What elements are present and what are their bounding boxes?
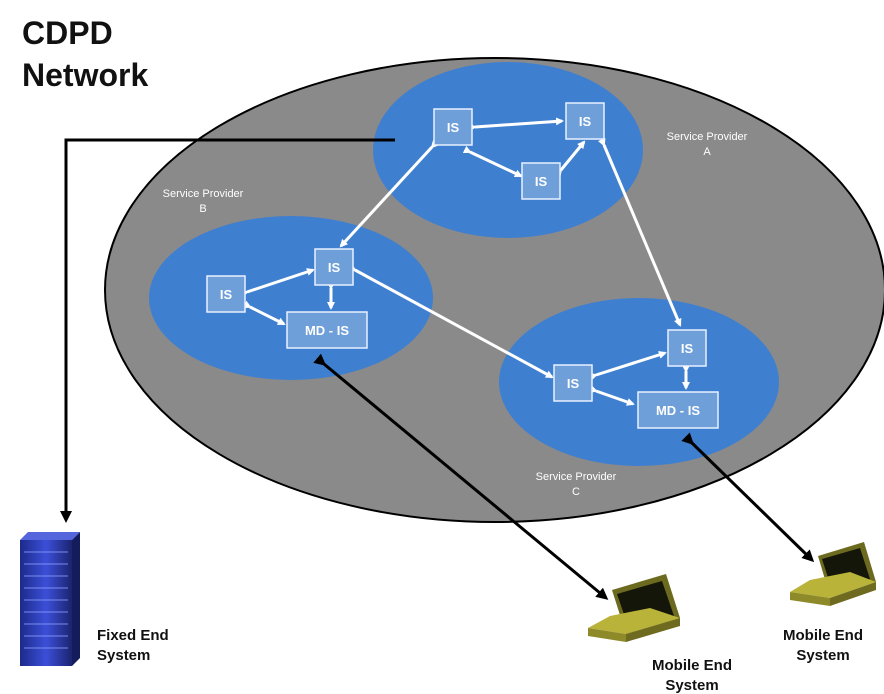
node-b2[interactable]: IS: [314, 248, 354, 286]
provider-b-label: Service Provider: [163, 188, 244, 200]
node-a3-label: IS: [535, 174, 548, 189]
provider-c-letter: C: [572, 486, 580, 498]
node-b3-label: MD - IS: [305, 323, 349, 338]
node-c3[interactable]: MD - IS: [637, 391, 719, 429]
access-links: [60, 138, 815, 600]
fixed-end-system-label-2: System: [97, 647, 150, 664]
node-c2[interactable]: IS: [667, 329, 707, 367]
link-fixed-end-system: [60, 138, 395, 523]
node-c3-label: MD - IS: [656, 403, 700, 418]
mobile-end-system-left-label-1: Mobile End: [652, 657, 732, 674]
node-a1-label: IS: [447, 120, 460, 135]
laptop-icon: [790, 542, 876, 606]
link-a1-b2: [339, 139, 440, 248]
node-c1-label: IS: [567, 376, 580, 391]
node-b1[interactable]: IS: [206, 275, 246, 313]
node-b2-label: IS: [328, 260, 341, 275]
provider-a-letter: A: [703, 146, 711, 158]
mobile-end-system-left-label-2: System: [665, 677, 718, 694]
mobile-end-system-right-label-1: Mobile End: [783, 627, 863, 644]
mobile-end-system-right-label-2: System: [796, 647, 849, 664]
node-b1-label: IS: [220, 287, 233, 302]
provider-c-label: Service Provider: [536, 471, 617, 483]
fixed-end-system-label-1: Fixed End: [97, 627, 169, 644]
provider-a-label: Service Provider: [667, 131, 748, 143]
server-rack-icon: [20, 532, 80, 666]
link-a1-a3: [462, 145, 523, 178]
link-a3-a2: [554, 140, 586, 178]
provider-b-letter: B: [199, 203, 206, 215]
node-a2-label: IS: [579, 114, 592, 129]
link-mobile-left: [313, 353, 609, 600]
link-mobile-right: [681, 432, 815, 563]
node-a2[interactable]: IS: [565, 102, 605, 140]
link-b1-b2: [240, 268, 315, 298]
node-c1[interactable]: IS: [553, 364, 593, 402]
node-a1[interactable]: IS: [433, 108, 473, 146]
provider-a-area: [373, 62, 643, 238]
title-line-2: Network: [22, 57, 148, 93]
link-a1-a2: [468, 117, 564, 132]
node-b3[interactable]: MD - IS: [286, 311, 368, 349]
link-b1-b3: [242, 300, 286, 326]
node-a3[interactable]: IS: [521, 162, 561, 200]
provider-b-area: [149, 216, 433, 380]
laptop-icon: [588, 574, 680, 642]
title-line-1: CDPD: [22, 15, 113, 51]
provider-c-area: [499, 298, 779, 466]
node-c2-label: IS: [681, 341, 694, 356]
link-a2-c2: [597, 137, 682, 327]
